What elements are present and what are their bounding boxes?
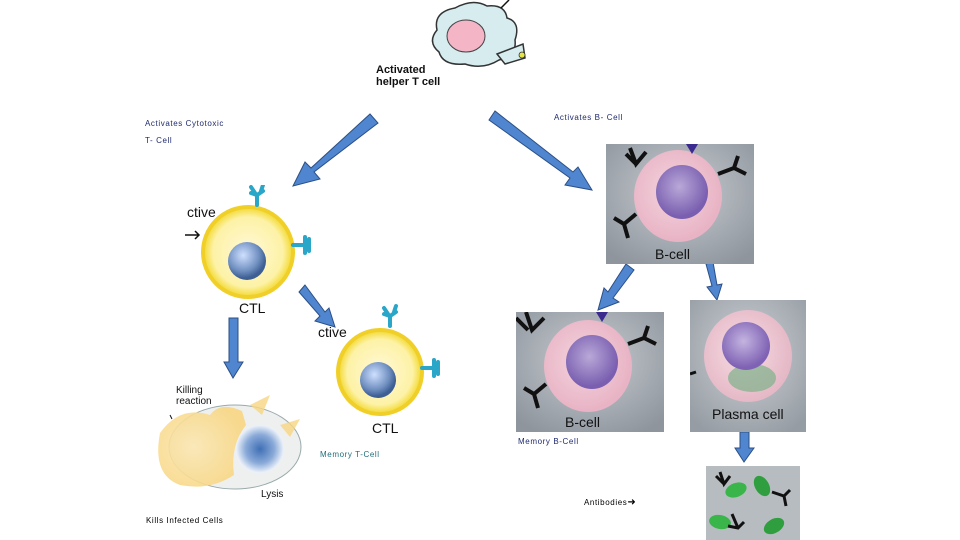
lysis-killing-label-1: Killing: [176, 385, 203, 396]
plasma-cell-illustration: [690, 300, 806, 432]
helper-t-label-2: helper T cell: [376, 76, 441, 88]
arrow-b-to-plasma: [705, 261, 723, 302]
caption-kills-infected-cells: Kills Infected Cells: [146, 516, 224, 525]
lysis-illustration: [158, 395, 302, 490]
b-cell-memory-label: B-cell: [565, 414, 601, 430]
b-cell-main-illustration: [606, 144, 754, 264]
ctl-main-top-label: ctive: [187, 204, 216, 220]
arrow-to-ctl: [292, 113, 379, 187]
helper-t-cell: [425, 0, 535, 90]
antibodies-arrow-icon: ➜: [627, 497, 637, 508]
b-cell-main-label: B-cell: [655, 246, 691, 262]
arrow-ctl-to-lysis: [223, 317, 244, 379]
antibodies-illustration: [706, 466, 800, 540]
ctl-memory-bottom-label: CTL: [372, 420, 399, 436]
plasma-cell-image: [690, 300, 806, 432]
ctl-main-cell: [185, 185, 320, 320]
ctl-main-bottom-label: CTL: [239, 300, 266, 316]
ctl-memory-illustration: [336, 304, 440, 416]
b-cell-memory-illustration: [516, 312, 664, 432]
caption-activates-b-cell: Activates B- Cell: [554, 113, 623, 122]
caption-activates-cytotoxic-line2: T- Cell: [145, 136, 173, 145]
helper-t-label-1: Activated: [376, 64, 426, 76]
lysis-label: Lysis: [261, 489, 284, 500]
caption-antibodies-text: Antibodies: [584, 498, 628, 507]
ctl-memory-cell: [318, 302, 453, 437]
arrow-plasma-to-antibodies: [734, 431, 755, 463]
caption-memory-t-cell: Memory T-Cell: [320, 450, 380, 459]
ctl-memory-top-label: ctive: [318, 324, 347, 340]
b-cell-memory-image: [516, 312, 664, 432]
caption-activates-cytotoxic-line1: Activates Cytotoxic: [145, 119, 224, 128]
arrow-b-to-memory: [597, 263, 635, 311]
b-cell-main-image: [606, 144, 754, 264]
helper-t-cell-illustration: [431, 0, 526, 67]
plasma-cell-label: Plasma cell: [712, 406, 784, 422]
arrow-to-b-cell: [488, 110, 594, 191]
ctl-main-illustration: [185, 185, 311, 299]
lysis-illustration-wrap: [150, 385, 305, 503]
caption-antibodies: Antibodies➜: [584, 497, 636, 508]
arrow-ctl-to-memory: [298, 284, 336, 328]
lysis-killing-label-2: reaction: [176, 396, 212, 407]
antibodies-image: [706, 466, 800, 540]
caption-memory-b-cell: Memory B-Cell: [518, 437, 579, 446]
